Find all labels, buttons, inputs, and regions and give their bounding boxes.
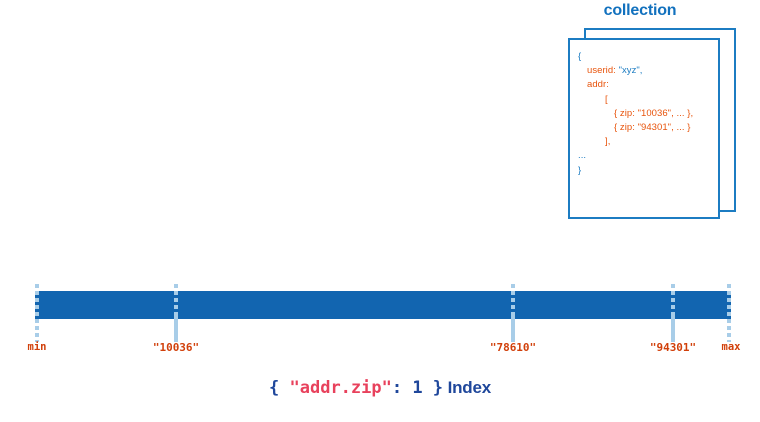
index-tick-78610 — [511, 284, 515, 342]
document-json-body: {userid: "xyz",addr:[{ zip: "10036", ...… — [568, 38, 720, 219]
document-json-line: { zip: "94301", ... } — [578, 121, 720, 135]
caption-value: : 1 } — [391, 378, 444, 398]
index-tick-min — [35, 284, 39, 342]
document-card-front — [568, 38, 720, 219]
document-json-line: { zip: "10036", ... }, — [578, 107, 720, 121]
document-json-line: ], — [578, 135, 720, 149]
document-json-line: { — [578, 50, 720, 64]
index-tick-label-min: min — [27, 341, 47, 353]
document-json-line: ... — [578, 149, 720, 163]
document-json-token: ], — [605, 136, 611, 148]
document-json-token: { zip: "94301", ... } — [614, 122, 691, 134]
document-json-line: addr: — [578, 78, 720, 92]
index-bar-fill — [35, 291, 731, 319]
caption-index-word: Index — [443, 378, 492, 397]
document-json-token: userid: — [587, 65, 619, 77]
document-json-line: userid: "xyz", — [578, 64, 720, 78]
index-caption: { "addr.zip": 1 } Index — [0, 378, 760, 398]
document-json-token: { zip: "10036", ... }, — [614, 107, 694, 119]
caption-open-brace: { — [269, 378, 290, 398]
index-tick-94301 — [671, 284, 675, 342]
document-json-token: ... — [578, 150, 587, 162]
index-tick-max — [727, 284, 731, 342]
index-bar-area: min "10036" "78610" "94301" max — [0, 280, 760, 360]
index-tick-label-max: max — [721, 341, 741, 353]
document-json-token: addr: — [587, 79, 609, 91]
index-tick-label-94301: "94301" — [649, 341, 697, 354]
collection-title: collection — [603, 2, 677, 19]
index-tick-10036 — [174, 284, 178, 342]
document-json-token: { — [578, 51, 582, 62]
document-json-token: [ — [605, 93, 608, 105]
collection-group: collection {userid: "xyz",addr:[{ zip: "… — [560, 0, 760, 230]
document-json-token: } — [578, 164, 582, 176]
document-json-line: } — [578, 164, 720, 178]
document-json-line: [ — [578, 93, 720, 107]
index-tick-label-10036: "10036" — [152, 341, 200, 354]
caption-field-name: "addr.zip" — [289, 378, 392, 398]
index-tick-label-78610: "78610" — [489, 341, 537, 354]
document-json-token: "xyz", — [618, 65, 643, 77]
